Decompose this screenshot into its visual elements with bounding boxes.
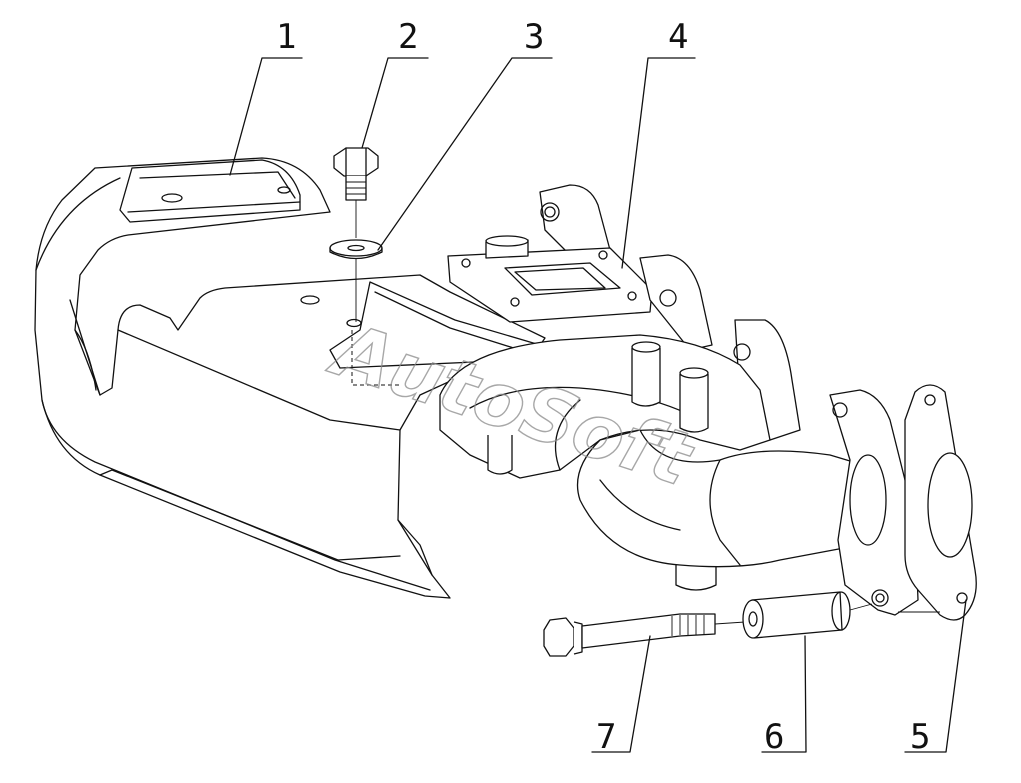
leader-6 bbox=[761, 635, 807, 753]
callout-leaders bbox=[229, 57, 967, 753]
leader-4 bbox=[621, 57, 696, 269]
callout-3: 3 bbox=[524, 17, 544, 57]
leader-5 bbox=[904, 599, 967, 753]
callout-4: 4 bbox=[668, 17, 688, 57]
leader-3 bbox=[377, 57, 553, 251]
exhaust-manifold-part-4 bbox=[439, 184, 919, 616]
callout-labels: 1 2 3 4 5 6 7 bbox=[276, 17, 930, 757]
gasket-part-5 bbox=[898, 384, 977, 621]
flange-bolt-part-7 bbox=[543, 613, 746, 657]
leader-2 bbox=[361, 57, 429, 149]
callout-6: 6 bbox=[764, 717, 784, 757]
callout-1: 1 bbox=[276, 17, 296, 57]
callout-5: 5 bbox=[910, 717, 930, 757]
leader-1 bbox=[229, 57, 303, 176]
spacer-sleeve-part-6 bbox=[742, 591, 873, 639]
bolt-part-2 bbox=[333, 147, 379, 238]
heat-shield-part-1 bbox=[34, 157, 546, 599]
leader-7 bbox=[591, 635, 651, 753]
callout-2: 2 bbox=[398, 17, 418, 57]
callout-7: 7 bbox=[596, 717, 616, 757]
washer-part-3 bbox=[329, 239, 383, 322]
